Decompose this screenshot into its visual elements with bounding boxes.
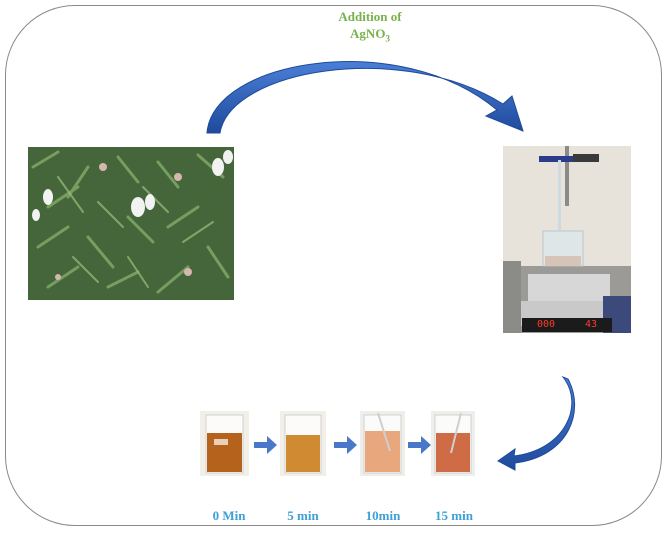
right-arrow-icon xyxy=(254,436,277,454)
beaker-image xyxy=(360,411,405,476)
curved-arrow-icon xyxy=(206,61,524,134)
reagent-formula: AgNO xyxy=(350,26,386,41)
plant-foliage-image xyxy=(28,147,234,300)
beaker-liquid xyxy=(207,433,242,472)
beaker-image xyxy=(200,411,249,476)
step-label-reagent: AgNO3 xyxy=(290,25,450,48)
step-label: Addition of AgNO3 xyxy=(290,8,450,48)
synthesis-setup-image xyxy=(503,146,631,333)
plant-photo xyxy=(28,147,234,300)
beaker-liquid xyxy=(365,431,400,472)
beaker-photo xyxy=(360,411,405,476)
time-label-5: 5 min xyxy=(287,508,319,523)
time-label-10: 10min xyxy=(365,508,401,523)
stirrer-display-left: 000 xyxy=(536,319,556,330)
right-arrow-icon xyxy=(408,436,431,454)
stirrer-display: 000 43 xyxy=(522,318,612,332)
beaker-photo xyxy=(200,411,249,476)
beaker-photo xyxy=(431,411,475,476)
reagent-subscript: 3 xyxy=(385,33,390,44)
beaker-liquid xyxy=(286,435,320,472)
beaker-liquid xyxy=(436,433,470,472)
time-label-15: 15 min xyxy=(435,508,473,523)
synthesis-setup-photo: 000 43 xyxy=(503,146,631,333)
beaker-image xyxy=(431,411,475,476)
time-label-0: 0 Min xyxy=(212,508,246,523)
rounded-frame xyxy=(5,5,662,526)
curved-arrow-icon xyxy=(497,375,576,471)
beaker-photo xyxy=(280,411,326,476)
beaker-image xyxy=(280,411,326,476)
right-arrow-icon xyxy=(334,436,357,454)
stirrer-display-right: 43 xyxy=(584,319,598,330)
step-label-line1: Addition of xyxy=(338,9,402,24)
